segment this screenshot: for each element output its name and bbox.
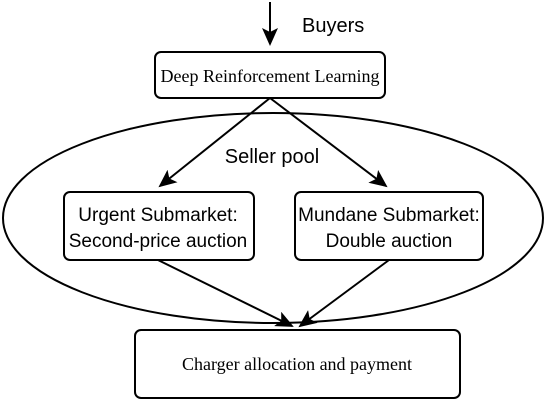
mundane-line2: Double auction [326,231,453,252]
charger-label: Charger allocation and payment [182,354,412,374]
drl-to-urgent-arrow [158,97,271,188]
seller-pool-label: Seller pool [225,146,320,168]
charger-box [134,329,461,399]
urgent-line1: Urgent Submarket: [78,205,237,226]
drl-label: Deep Reinforcement Learning [161,66,380,86]
mundane-to-charger-arrow [298,259,390,328]
seller-pool-ellipse [2,112,544,324]
mundane-line1: Mundane Submarket: [298,205,480,226]
urgent-to-charger-arrow [157,259,294,327]
urgent-line2: Second-price auction [69,231,248,252]
buyers-label: Buyers [302,15,364,37]
drl-to-mundane-arrow [269,97,388,188]
